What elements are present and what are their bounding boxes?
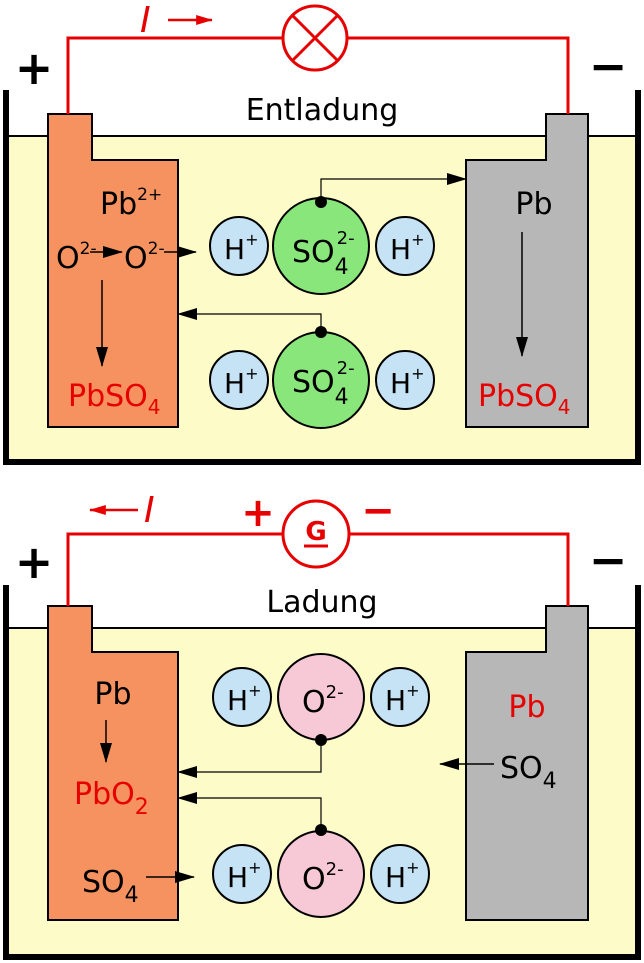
ion-path-arrow [320,173,467,202]
current-label: I [144,490,155,531]
ion-path-arrow [177,740,322,778]
charge-panel: G + − I + − Ladung Pb PbO2 SO4 Pb SO4 H+… [3,488,641,960]
lamp-icon [281,4,349,72]
circuit-wire [66,36,282,114]
sulfate-formula: SO42- [292,228,355,280]
oxide-ion-label: O2- [124,239,165,276]
discharge-panel: I + − Entladung Pb2+ O2- O2- PbSO4 Pb Pb… [3,0,641,465]
circuit-wire [350,532,570,606]
pbso4-product-label: PbSO4 [68,379,161,419]
hydrogen-ion [209,350,269,410]
pb-metal-label: Pb [94,677,131,712]
hydrogen-ion [375,350,435,410]
positive-electrode [47,113,179,428]
hydrogen-ion [212,844,272,904]
generator-plus-sign: + [241,490,275,536]
process-label: Entladung [246,93,399,128]
hydrogen-ion [375,216,435,276]
pb-metal-label: Pb [515,187,552,222]
negative-electrode [465,605,589,921]
water-ion-group: H+ H+ O2- [212,830,430,918]
sulfate-formula: SO42- [292,358,355,410]
negative-terminal-sign: − [589,533,628,587]
hydrogen-ion [209,216,269,276]
pbo2-product-label: PbO2 [74,777,149,820]
circuit-wire [66,532,282,606]
sulfuric-acid-molecule: H+ H+ SO42- [209,331,435,429]
negative-electrode [465,113,589,428]
sulfate-label: SO4 [500,751,557,794]
positive-electrode [47,605,179,921]
sulfate-label: SO4 [82,865,139,908]
svg-text:H+: H+ [385,858,419,894]
svg-text:H+: H+ [385,681,419,717]
svg-text:H+: H+ [390,364,424,400]
water-ion-group: H+ H+ O2- [212,653,430,741]
pb-metal-label: Pb [508,690,545,725]
process-label: Ladung [266,585,377,620]
hydrogen-ion [370,667,430,727]
pb-ion-label: Pb2+ [100,185,162,222]
hydrogen-ion [212,667,272,727]
generator-icon: G [281,499,351,569]
hydrogen-ion [370,844,430,904]
battery-container [3,90,641,465]
circuit-wire [348,36,570,114]
oxide-ion-label: O2- [56,239,97,276]
svg-text:H+: H+ [390,230,424,266]
svg-text:H+: H+ [224,230,258,266]
positive-terminal-sign: + [15,535,54,589]
current-label: I [140,0,151,41]
negative-terminal-sign: − [589,39,628,93]
svg-text:H+: H+ [227,858,261,894]
battery-container [3,585,641,960]
sulfuric-acid-molecule: H+ H+ SO42- [209,197,435,295]
pbso4-product-label: PbSO4 [478,379,571,419]
svg-text:H+: H+ [224,364,258,400]
ion-path-arrow [177,308,322,332]
generator-minus-sign: − [361,488,395,534]
positive-terminal-sign: + [15,41,54,95]
svg-text:G: G [305,517,326,547]
svg-text:H+: H+ [227,681,261,717]
oxide-formula: O2- [302,859,344,897]
ion-path-arrow [177,792,322,830]
oxide-formula: O2- [302,682,344,720]
